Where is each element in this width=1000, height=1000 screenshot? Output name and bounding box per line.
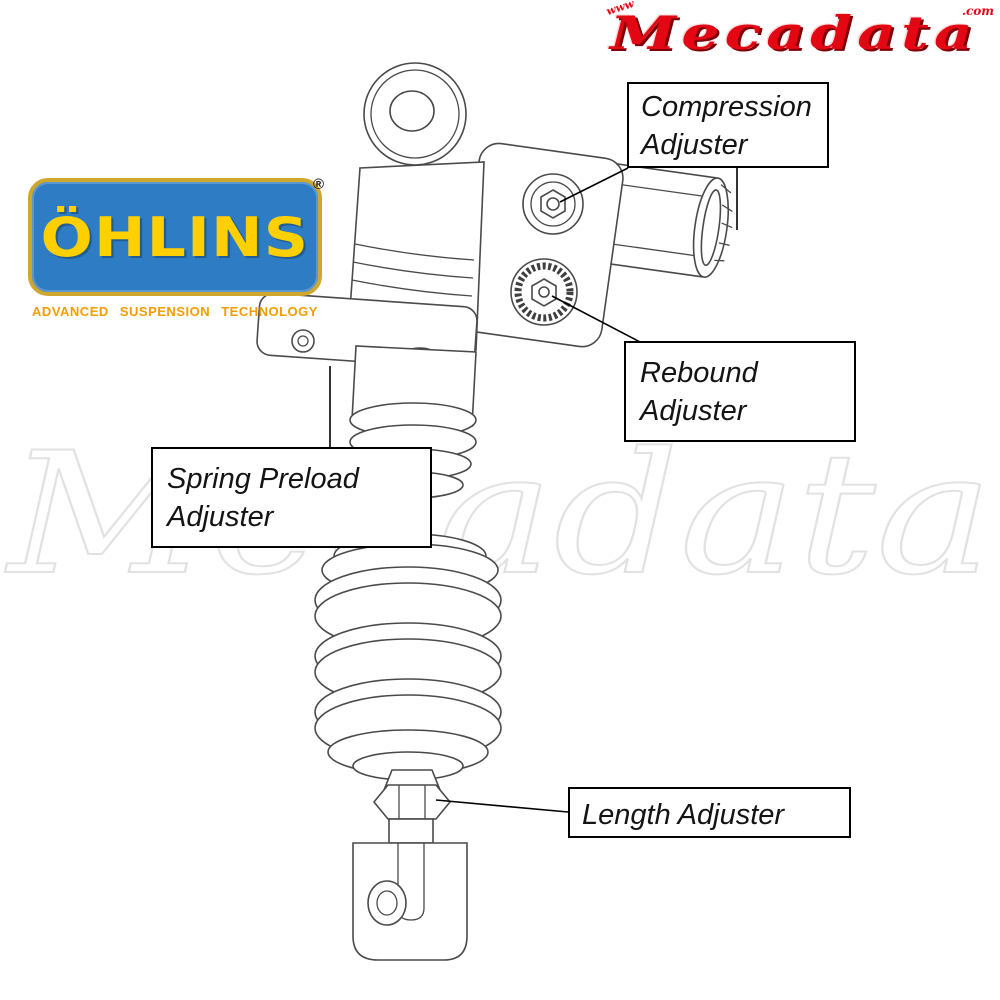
rebound-adjuster-knob: [510, 258, 578, 326]
callout-text-line: Compression: [641, 91, 812, 123]
leader-rebound: [551, 295, 641, 343]
callout-compression-adjuster: Compression Adjuster: [627, 82, 829, 168]
callout-rebound-adjuster: Rebound Adjuster: [624, 341, 856, 442]
callout-text-line: Length Adjuster: [582, 799, 785, 831]
leader-length: [435, 799, 569, 813]
callout-text-line: Adjuster: [167, 501, 274, 534]
clevis-fork: [352, 842, 468, 961]
callout-length-adjuster: Length Adjuster: [568, 787, 851, 838]
ohlins-logo-box: ÖHLINS ®: [28, 176, 324, 296]
callout-text-line: Spring Preload: [167, 463, 359, 495]
ohlins-wordmark: ÖHLINS: [40, 205, 310, 269]
mecadata-logo: www Mecadata .com: [596, 0, 996, 64]
ohlins-logo: ÖHLINS ® ADVANCED SUSPENSION TECHNOLOGY: [28, 176, 324, 319]
coil-spring: [314, 533, 502, 781]
shock-absorber-drawing: [256, 62, 733, 961]
compression-adjuster-nut: [522, 173, 584, 235]
callout-text-line: Rebound: [640, 357, 758, 389]
length-adjuster-assembly: [372, 769, 452, 844]
callout-spring-preload-adjuster: Spring Preload Adjuster: [151, 447, 432, 548]
mecadata-com-text: .com: [961, 4, 994, 18]
leader-lines: [329, 167, 738, 813]
callout-text-line: Adjuster: [641, 129, 748, 162]
registered-trademark-icon: ®: [312, 176, 324, 193]
top-eye-mount: [363, 62, 467, 166]
callout-text-line: Adjuster: [640, 395, 747, 428]
leader-compression: [559, 167, 629, 203]
mecadata-wordmark: Mecadata: [610, 6, 978, 60]
ohlins-tagline: ADVANCED SUSPENSION TECHNOLOGY: [32, 304, 318, 319]
